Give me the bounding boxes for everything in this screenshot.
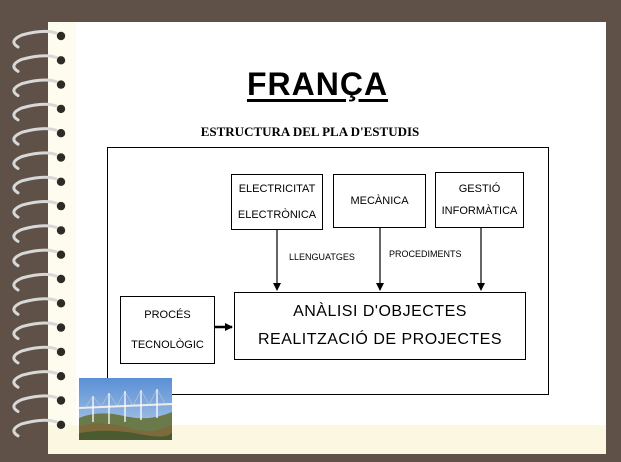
spiral-binding-icon [12, 29, 66, 438]
binding-ring [12, 248, 58, 268]
binding-hole [56, 129, 66, 138]
box-proces: PROCÉS TECNOLÒGIC [120, 296, 215, 364]
binding-ring [12, 127, 58, 146]
box-analisi-line1: ANÀLISI D'OBJECTES [293, 303, 467, 320]
binding-hole [56, 323, 66, 332]
binding-ring [12, 224, 58, 243]
box-electricitat-line1: ELECTRICITAT [238, 183, 316, 195]
binding-hole [56, 31, 66, 41]
binding-hole [56, 372, 66, 381]
binding-ring [12, 321, 58, 341]
binding-hole [56, 177, 66, 186]
box-analisi-line2: REALITZACIÓ DE PROJECTES [257, 331, 503, 348]
binding-ring [12, 54, 58, 73]
box-electricitat: ELECTRICITAT ELECTRÒNICA [231, 174, 323, 230]
binding-ring [12, 272, 58, 292]
box-proces-line1: PROCÉS [144, 309, 191, 321]
box-gestio-line1: GESTIÓ [458, 183, 501, 195]
binding-hole [56, 299, 66, 308]
box-gestio-line2: INFORMÀTICA [441, 205, 518, 217]
binding-ring [12, 175, 58, 195]
bridge-photo [79, 378, 172, 440]
binding-hole [56, 153, 66, 162]
box-gestio: GESTIÓ INFORMÀTICA [435, 172, 524, 228]
box-proces-line2: TECNOLÒGIC [131, 339, 204, 351]
binding-hole [56, 80, 66, 89]
binding-hole [56, 347, 66, 357]
slide-subtitle: ESTRUCTURA DEL PLA D'ESTUDIS [200, 124, 420, 139]
binding-ring [12, 151, 58, 170]
slide-title: FRANÇA [246, 66, 389, 102]
binding-ring [12, 29, 58, 49]
binding-hole [56, 104, 66, 114]
binding-hole [56, 56, 66, 65]
label-procediments: PROCEDIMENTS [389, 249, 462, 259]
binding-hole [56, 396, 66, 405]
binding-hole [56, 250, 66, 259]
binding-hole [56, 201, 66, 211]
binding-hole [56, 226, 66, 235]
binding-ring [12, 200, 58, 219]
binding-ring [12, 418, 58, 438]
box-electricitat-line2: ELECTRÒNICA [237, 209, 317, 221]
binding-ring [12, 345, 58, 365]
box-analisi: ANÀLISI D'OBJECTES REALITZACIÓ DE PROJEC… [234, 292, 526, 360]
binding-ring [12, 297, 58, 316]
binding-hole [56, 274, 66, 284]
binding-ring [12, 102, 58, 122]
binding-hole [56, 420, 66, 429]
label-llenguatges: LLENGUATGES [289, 252, 355, 262]
binding-ring [12, 370, 58, 389]
binding-ring [12, 394, 58, 413]
box-mecanica-line1: MECÀNICA [350, 195, 409, 207]
binding-ring [12, 78, 58, 98]
box-mecanica: MECÀNICA [333, 174, 426, 228]
